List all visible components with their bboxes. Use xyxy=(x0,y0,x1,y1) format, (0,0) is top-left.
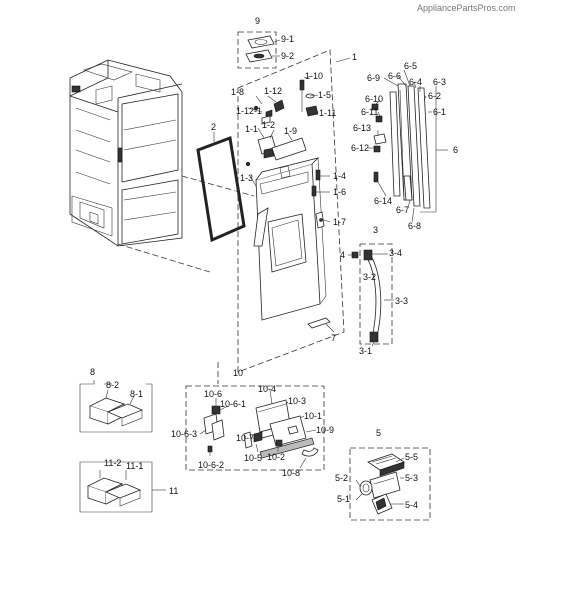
label-10-2: 10-2 xyxy=(267,452,285,462)
label-6: 6 xyxy=(453,145,458,155)
label-6-11: 6-11 xyxy=(361,107,378,117)
part-8-group: 8 8-2 8-1 xyxy=(79,367,153,433)
label-10-4: 10-4 xyxy=(258,384,276,394)
part-3-group: 3 4 3-4 3-2 3-3 3-1 xyxy=(340,225,408,356)
label-8: 8 xyxy=(90,367,95,377)
label-1-1: 1-1 xyxy=(245,124,258,134)
label-1-10: 1-10 xyxy=(305,71,323,81)
leader-cabinet-2 xyxy=(117,243,211,273)
part-5-group: 5 5-5 5-2 5-3 5-1 5-4 xyxy=(335,428,431,521)
label-1-2: 1-2 xyxy=(262,120,275,130)
label-6-3: 6-3 xyxy=(433,77,446,87)
label-1: 1 xyxy=(352,52,357,62)
label-11-2: 11-2 xyxy=(104,458,121,468)
label-8-2: 8-2 xyxy=(106,380,119,390)
label-9-1: 9-1 xyxy=(281,34,294,44)
label-2: 2 xyxy=(211,122,216,132)
part-6-group: 6 6-5 6-9 6-6 6-4 6-3 6-10 6-2 6-11 xyxy=(351,61,458,231)
label-3-3: 3-3 xyxy=(395,296,408,306)
label-9: 9 xyxy=(255,16,260,26)
label-1-12: 1-12 xyxy=(264,86,282,96)
label-3-2: 3-2 xyxy=(363,272,376,282)
label-10-9: 10-9 xyxy=(316,425,334,435)
label-1-12-1: 1-12-1 xyxy=(236,106,262,116)
door-assembly-group: 1 xyxy=(231,49,357,373)
label-1-4: 1-4 xyxy=(333,171,346,181)
leader-cabinet-1 xyxy=(181,175,255,197)
label-10-7: 10-7 xyxy=(236,433,254,443)
label-6-9: 6-9 xyxy=(367,73,380,83)
label-3-1: 3-1 xyxy=(359,346,372,356)
label-5-1: 5-1 xyxy=(337,494,350,504)
label-5: 5 xyxy=(376,428,381,438)
label-10-6-1: 10-6-1 xyxy=(220,399,246,409)
label-10-6-3: 10-6-3 xyxy=(171,429,197,439)
label-1-8: 1-8 xyxy=(231,87,244,97)
label-6-10: 6-10 xyxy=(365,94,383,104)
label-10-1: 10-1 xyxy=(304,411,322,421)
label-6-7: 6-7 xyxy=(396,205,409,215)
label-1-11: 1-11 xyxy=(319,108,336,118)
label-7: 7 xyxy=(331,333,336,343)
label-1-9: 1-9 xyxy=(284,126,297,136)
label-3: 3 xyxy=(373,225,378,235)
label-6-5: 6-5 xyxy=(404,61,417,71)
label-6-4: 6-4 xyxy=(409,77,422,87)
label-6-6: 6-6 xyxy=(388,71,401,81)
door-gasket: 2 xyxy=(196,122,246,243)
part-7-group: 7 xyxy=(307,317,336,343)
label-4: 4 xyxy=(340,250,345,260)
part-11-group: 11-2 11-1 11 xyxy=(79,458,178,513)
refrigerator-cabinet xyxy=(69,59,183,247)
label-6-1: 6-1 xyxy=(433,107,446,117)
label-5-2: 5-2 xyxy=(335,473,348,483)
label-8-1: 8-1 xyxy=(130,389,143,399)
label-10-6-2: 10-6-2 xyxy=(198,460,224,470)
label-9-2: 9-2 xyxy=(281,51,294,61)
label-10-3: 10-3 xyxy=(288,396,306,406)
label-5-4: 5-4 xyxy=(405,500,418,510)
label-6-8: 6-8 xyxy=(408,221,421,231)
label-10-5: 10-5 xyxy=(244,453,262,463)
label-6-2: 6-2 xyxy=(428,91,441,101)
part-9-group: 9 9-1 9-2 xyxy=(237,16,294,69)
label-10-6: 10-6 xyxy=(204,389,222,399)
part-10-group: 10 10-4 10-6 10-6-1 10-3 10-1 10-6-3 xyxy=(171,368,334,478)
label-1-3: 1-3 xyxy=(240,173,253,183)
label-10-8: 10-8 xyxy=(282,468,300,478)
label-11-1: 11-1 xyxy=(126,461,143,471)
label-6-13: 6-13 xyxy=(353,123,371,133)
label-6-14: 6-14 xyxy=(374,196,392,206)
label-10: 10 xyxy=(233,368,243,378)
label-1-7: 1-7 xyxy=(333,217,346,227)
label-1-5: 1-5 xyxy=(318,90,331,100)
label-6-12: 6-12 xyxy=(351,143,369,153)
watermark: AppliancePartsPros.com xyxy=(417,3,516,13)
label-1-6: 1-6 xyxy=(333,187,346,197)
label-5-3: 5-3 xyxy=(405,473,418,483)
label-3-4: 3-4 xyxy=(389,248,402,258)
label-5-5: 5-5 xyxy=(405,452,418,462)
label-11: 11 xyxy=(169,486,178,496)
